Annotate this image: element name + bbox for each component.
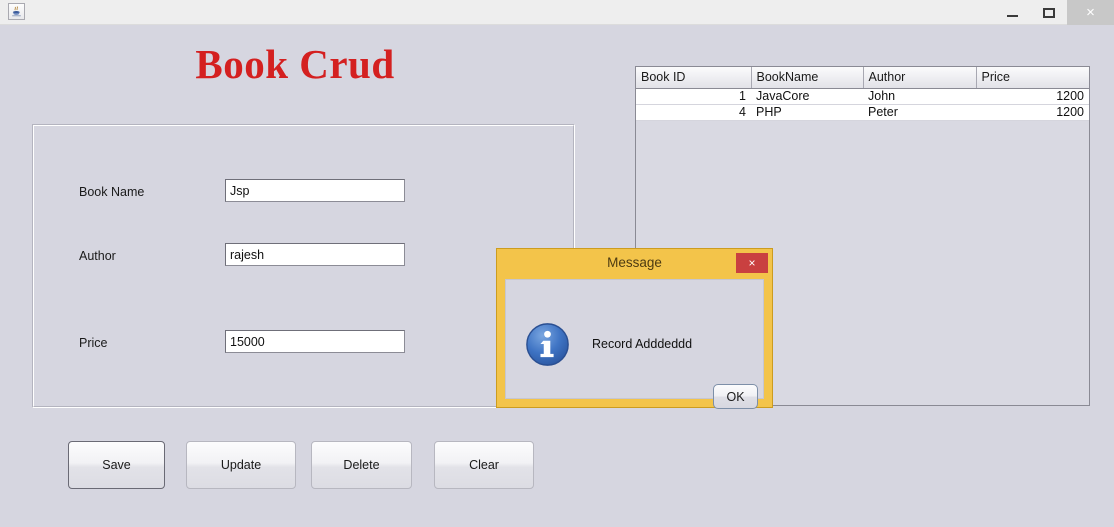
form-panel <box>32 124 575 408</box>
cell-book-id: 4 <box>636 104 751 121</box>
author-label: Author <box>79 249 116 263</box>
dialog-titlebar: Message × <box>497 249 772 276</box>
window-titlebar: × <box>0 0 1114 25</box>
cell-book-name: JavaCore <box>751 88 863 105</box>
dialog-message: Record Adddeddd <box>592 337 693 351</box>
cell-book-id: 1 <box>636 88 751 105</box>
delete-button[interactable]: Delete <box>311 441 412 489</box>
minimize-icon <box>1006 14 1018 17</box>
page-title: Book Crud <box>195 41 395 87</box>
column-header-book-name[interactable]: BookName <box>751 67 864 89</box>
table-header: Book ID BookName Author Price <box>636 67 1089 89</box>
table-row[interactable]: 4 PHP Peter 1200 <box>636 104 1089 121</box>
column-header-author[interactable]: Author <box>863 67 977 89</box>
maximize-button[interactable] <box>1031 0 1067 25</box>
cell-author: John <box>863 88 976 105</box>
books-table: Book ID BookName Author Price 1 JavaCore… <box>636 67 1089 121</box>
author-input[interactable] <box>225 243 405 266</box>
save-button[interactable]: Save <box>68 441 165 489</box>
maximize-icon <box>1043 7 1055 18</box>
dialog-body: Record Adddeddd OK <box>505 279 764 409</box>
column-header-price[interactable]: Price <box>976 67 1089 89</box>
dialog-title: Message <box>607 255 662 270</box>
cell-author: Peter <box>863 104 976 121</box>
cell-price: 1200 <box>976 104 1089 121</box>
dialog-close-button[interactable]: × <box>736 253 768 273</box>
update-button[interactable]: Update <box>186 441 296 489</box>
price-label: Price <box>79 336 108 350</box>
book-name-label: Book Name <box>79 185 145 199</box>
price-input[interactable] <box>225 330 405 353</box>
dialog-ok-button[interactable]: OK <box>713 384 758 409</box>
close-icon: × <box>1086 4 1095 21</box>
table-header-row: Book ID BookName Author Price <box>636 67 1089 89</box>
clear-button[interactable]: Clear <box>434 441 534 489</box>
close-button[interactable]: × <box>1067 0 1114 25</box>
message-dialog: Message × Record Adddeddd OK <box>496 248 773 409</box>
window-controls: × <box>993 0 1114 25</box>
cell-book-name: PHP <box>751 104 863 121</box>
table-body: 1 JavaCore John 1200 4 PHP Peter 1200 <box>636 88 1089 121</box>
java-coffee-cup-icon <box>8 3 25 20</box>
minimize-button[interactable] <box>993 0 1031 25</box>
column-header-book-id[interactable]: Book ID <box>636 67 752 89</box>
book-name-input[interactable] <box>225 179 405 202</box>
cell-price: 1200 <box>976 88 1089 105</box>
info-icon <box>526 323 569 366</box>
table-row[interactable]: 1 JavaCore John 1200 <box>636 88 1089 105</box>
